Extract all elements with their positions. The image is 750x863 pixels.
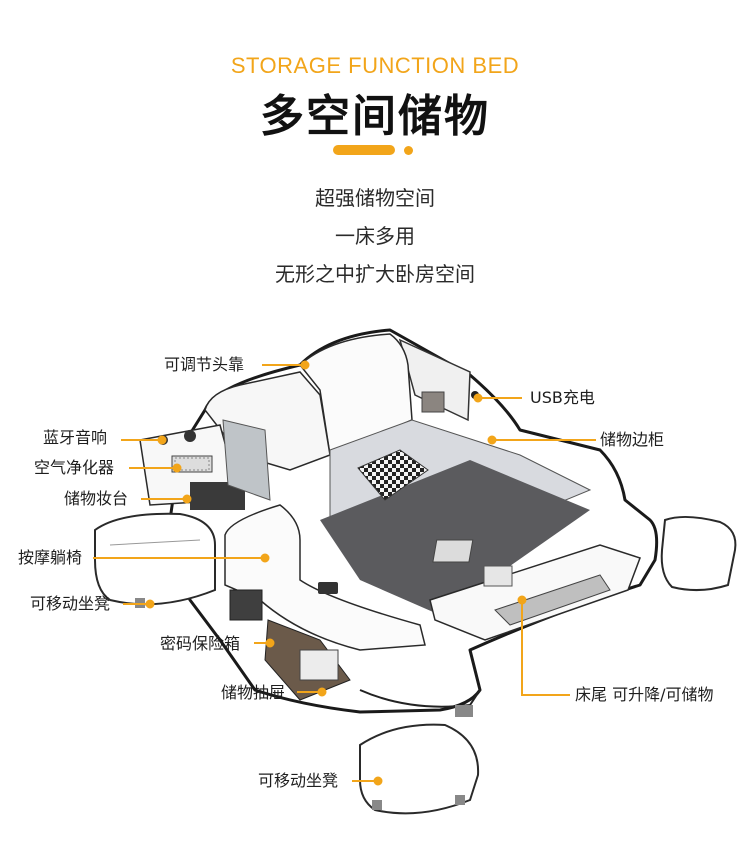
callout-vanity: 储物妆台 [64,489,129,508]
callout-side-cabinet: 储物边柜 [600,430,665,449]
bed-illustration [93,328,737,815]
laptop-icon [432,539,474,563]
callout-air-purifier: 空气净化器 [34,458,115,477]
english-subtitle: STORAGE FUNCTION BED [230,53,520,78]
divider-bar [333,145,395,155]
callout-speaker: 蓝牙音响 [43,428,108,447]
bed-illustration-area: 可调节头靠 USB充电 储物边柜 蓝牙音响 空气净化器 储物妆台 按摩躺椅 可移… [0,300,750,863]
callout-drawer: 储物抽屉 [221,683,286,702]
callout-stool-bottom: 可移动坐凳 [258,771,339,790]
callout-foot-lift: 床尾 可升降/可储物 [575,685,714,704]
remote-control [318,582,338,594]
tray-icon [483,565,513,587]
stool-bottom [359,723,480,815]
callout-lines [93,360,596,786]
purifier-grille [171,455,213,473]
vanity-mirror [222,419,271,501]
page-title: 多空间储物 [260,91,490,142]
safe-box [229,589,263,621]
foot-lift [429,544,641,641]
tagline-1: 超强储物空间 [315,186,435,210]
tagline-3: 无形之中扩大卧房空间 [275,262,475,286]
tagline-2: 一床多用 [335,224,415,248]
divider-dot [404,146,413,155]
callout-stool-left: 可移动坐凳 [30,594,111,613]
callout-safe-box: 密码保险箱 [160,634,241,653]
back-shelf [398,338,471,422]
stool-right [660,516,737,591]
callout-headrest: 可调节头靠 [164,355,245,374]
callout-lounge-chair: 按摩躺椅 [18,548,83,567]
header-section: STORAGE FUNCTION BED 多空间储物 超强储物空间 一床多用 无… [0,0,750,300]
stool-left [94,512,216,606]
headrest [298,333,413,457]
pillow [357,449,429,501]
shelf-books [421,391,445,413]
callout-usb: USB充电 [530,388,595,407]
